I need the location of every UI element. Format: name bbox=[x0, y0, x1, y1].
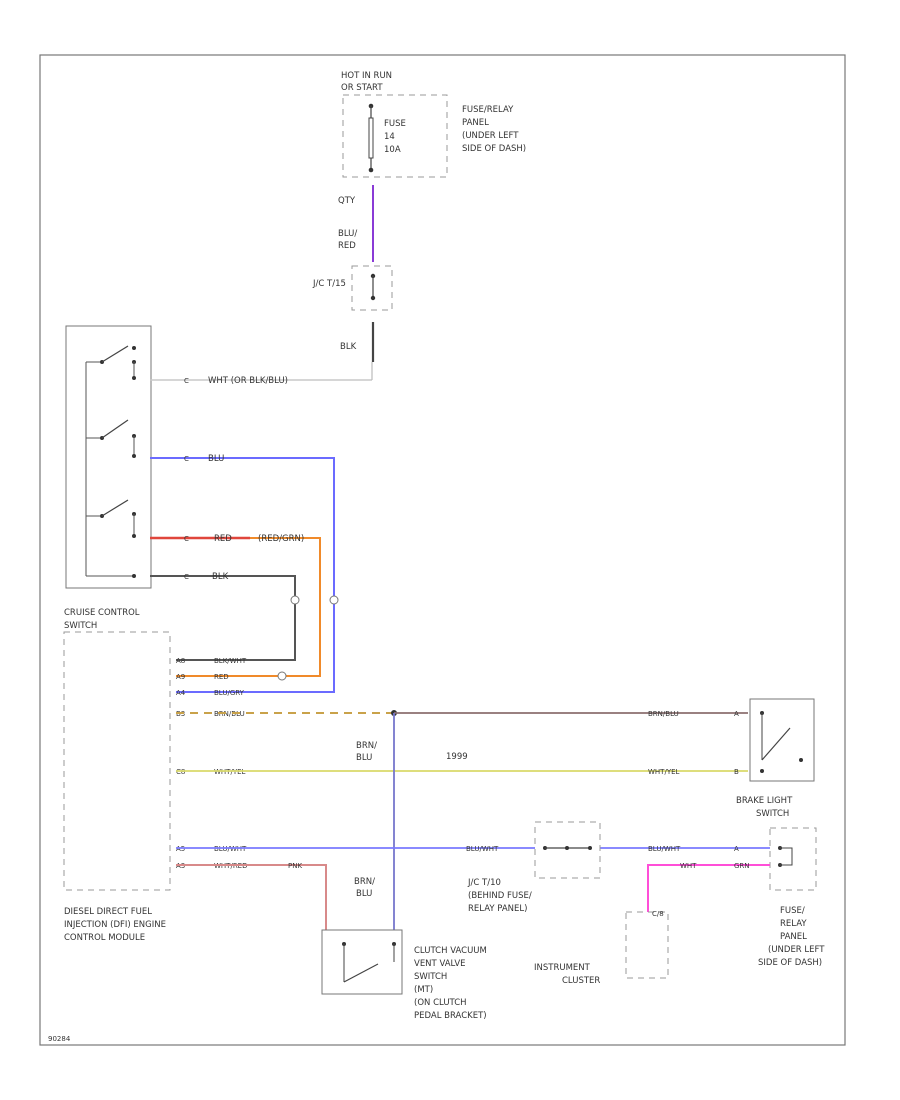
blu-wht-label-1: BLU/WHT bbox=[466, 845, 499, 853]
brake-wire-mid-label: WHT/YEL bbox=[648, 768, 680, 776]
svg-text:WHT/YEL: WHT/YEL bbox=[214, 768, 246, 776]
brake-label-2: SWITCH bbox=[756, 809, 789, 819]
bottom-fuse-line-2: RELAY bbox=[780, 919, 807, 929]
clutch-line-3: SWITCH bbox=[414, 972, 447, 982]
bottom-fuse-line-1: FUSE/ bbox=[780, 906, 805, 916]
wht-red-label-pnk: PNK bbox=[288, 862, 302, 870]
fuse-label: FUSE bbox=[384, 119, 406, 129]
blk-label: BLK bbox=[340, 342, 357, 352]
svg-text:BLU/GRY: BLU/GRY bbox=[214, 689, 245, 697]
jct10-line-3: RELAY PANEL) bbox=[468, 904, 527, 914]
red-green-wire-label: (RED/GRN) bbox=[258, 534, 304, 544]
brn-blu-label-1: BRN/ bbox=[356, 741, 377, 751]
cluster-label-2: CLUSTER bbox=[562, 976, 600, 986]
footer-code: 90284 bbox=[48, 1035, 71, 1043]
fuse-panel-line-1: FUSE/RELAY bbox=[462, 105, 514, 115]
clutch-line-2: VENT VALVE bbox=[414, 959, 466, 969]
bottom-fuse-line-4: (UNDER LEFT bbox=[768, 945, 825, 955]
blu-red-label-2: RED bbox=[338, 241, 356, 251]
svg-text:C8: C8 bbox=[176, 768, 185, 776]
svg-text:A: A bbox=[734, 710, 739, 718]
year-tag: 1999 bbox=[446, 752, 468, 762]
jct15-label: J/C T/15 bbox=[312, 279, 346, 289]
ecm-name-2: INJECTION (DFI) ENGINE bbox=[64, 920, 166, 930]
ecm-name-3: CONTROL MODULE bbox=[64, 933, 145, 943]
svg-text:A8: A8 bbox=[176, 657, 185, 665]
instrument-cluster: C/8 INSTRUMENT CLUSTER bbox=[534, 910, 669, 986]
brn-blu-label-3: BRN/ bbox=[354, 877, 375, 887]
hot-in-run-label: HOT IN RUN bbox=[341, 71, 392, 81]
fuse-rating: 10A bbox=[384, 145, 401, 155]
clutch-line-1: CLUTCH VACUUM bbox=[414, 946, 487, 956]
brn-blu-label-4: BLU bbox=[356, 889, 372, 899]
svg-text:BLK/WHT: BLK/WHT bbox=[214, 657, 247, 665]
ecm-name-1: DIESEL DIRECT FUEL bbox=[64, 907, 152, 917]
junction-t10: J/C T/10 (BEHIND FUSE/ RELAY PANEL) bbox=[467, 821, 601, 914]
ecm-pin-a4: A4 BLU/GRY bbox=[176, 689, 245, 697]
junction-t15: J/C T/15 bbox=[312, 265, 393, 311]
top-fuse-box: HOT IN RUN OR START FUSE 14 10A FUSE/REL… bbox=[341, 71, 526, 178]
brake-wire-top-label: BRN/BLU bbox=[648, 710, 679, 718]
cluster-label-1: INSTRUMENT bbox=[534, 963, 591, 973]
clutch-line-4: (MT) bbox=[414, 985, 433, 995]
brn-blu-label-2: BLU bbox=[356, 753, 372, 763]
cluster-pin: C/8 bbox=[652, 910, 664, 918]
or-start-label: OR START bbox=[341, 83, 383, 93]
svg-text:A5: A5 bbox=[176, 845, 185, 853]
svg-text:A9: A9 bbox=[176, 673, 185, 681]
cruise-title-2: SWITCH bbox=[64, 621, 97, 631]
brake-label-1: BRAKE LIGHT bbox=[736, 796, 793, 806]
clutch-line-6: PEDAL BRACKET) bbox=[414, 1011, 487, 1021]
wht-red-label-grn: GRN bbox=[734, 862, 750, 870]
svg-text:BLU/WHT: BLU/WHT bbox=[214, 845, 247, 853]
bottom-fuse-panel: FUSE/ RELAY PANEL (UNDER LEFT SIDE OF DA… bbox=[758, 827, 825, 968]
ecm-module: CRUISE CONTROL SWITCH DIESEL DIRECT FUEL… bbox=[63, 608, 171, 943]
jct10-line-2: (BEHIND FUSE/ bbox=[468, 891, 532, 901]
red-wire-label: RED bbox=[214, 534, 232, 544]
blu-wht-label-2: BLU/WHT bbox=[648, 845, 681, 853]
clutch-line-5: (ON CLUTCH bbox=[414, 998, 467, 1008]
bottom-fuse-line-5: SIDE OF DASH) bbox=[758, 958, 822, 968]
fuse-panel-line-2: PANEL bbox=[462, 118, 489, 128]
svg-text:B: B bbox=[734, 768, 739, 776]
ecm-pin-c8: C8 WHT/YEL bbox=[176, 768, 246, 776]
svg-text:A4: A4 bbox=[176, 689, 186, 697]
wht-wire-label: WHT (OR BLK/BLU) bbox=[208, 376, 288, 386]
ecm-pin-a9: A9 RED bbox=[176, 673, 229, 681]
blk-wire-label: BLK bbox=[212, 572, 229, 582]
cruise-title-1: CRUISE CONTROL bbox=[64, 608, 140, 618]
clutch-vacuum-switch: CLUTCH VACUUM VENT VALVE SWITCH (MT) (ON… bbox=[321, 929, 487, 1021]
blu-wire bbox=[150, 457, 335, 693]
svg-text:A: A bbox=[734, 845, 739, 853]
blu-red-label-1: BLU/ bbox=[338, 229, 357, 239]
diagram-frame bbox=[39, 54, 846, 1046]
ecm-pin-a8: A8 BLK/WHT bbox=[176, 657, 247, 665]
wht-red-wire bbox=[176, 864, 327, 930]
pink-wire bbox=[647, 864, 770, 912]
blu-wire-label: BLU bbox=[208, 454, 224, 464]
fuse-panel-line-4: SIDE OF DASH) bbox=[462, 144, 526, 154]
fuse-panel-line-3: (UNDER LEFT bbox=[462, 131, 519, 141]
ecm-pin-a5: A5 BLU/WHT bbox=[176, 845, 247, 853]
jct10-line-1: J/C T/10 bbox=[467, 878, 501, 888]
cruise-control-switch bbox=[65, 325, 152, 589]
svg-text:C: C bbox=[184, 455, 189, 463]
fuse-number: 14 bbox=[384, 132, 395, 142]
svg-text:BRN/BLU: BRN/BLU bbox=[214, 710, 245, 718]
qty-label: QTY bbox=[338, 196, 356, 206]
wht-red-label-wht: WHT bbox=[680, 862, 697, 870]
svg-text:C: C bbox=[184, 535, 189, 543]
brake-light-switch: A B BRAKE LIGHT SWITCH bbox=[734, 698, 815, 819]
bottom-fuse-line-3: PANEL bbox=[780, 932, 807, 942]
svg-text:RED: RED bbox=[214, 673, 229, 681]
blk-wire bbox=[150, 575, 296, 661]
svg-text:C: C bbox=[184, 377, 189, 385]
svg-text:C: C bbox=[184, 573, 189, 581]
